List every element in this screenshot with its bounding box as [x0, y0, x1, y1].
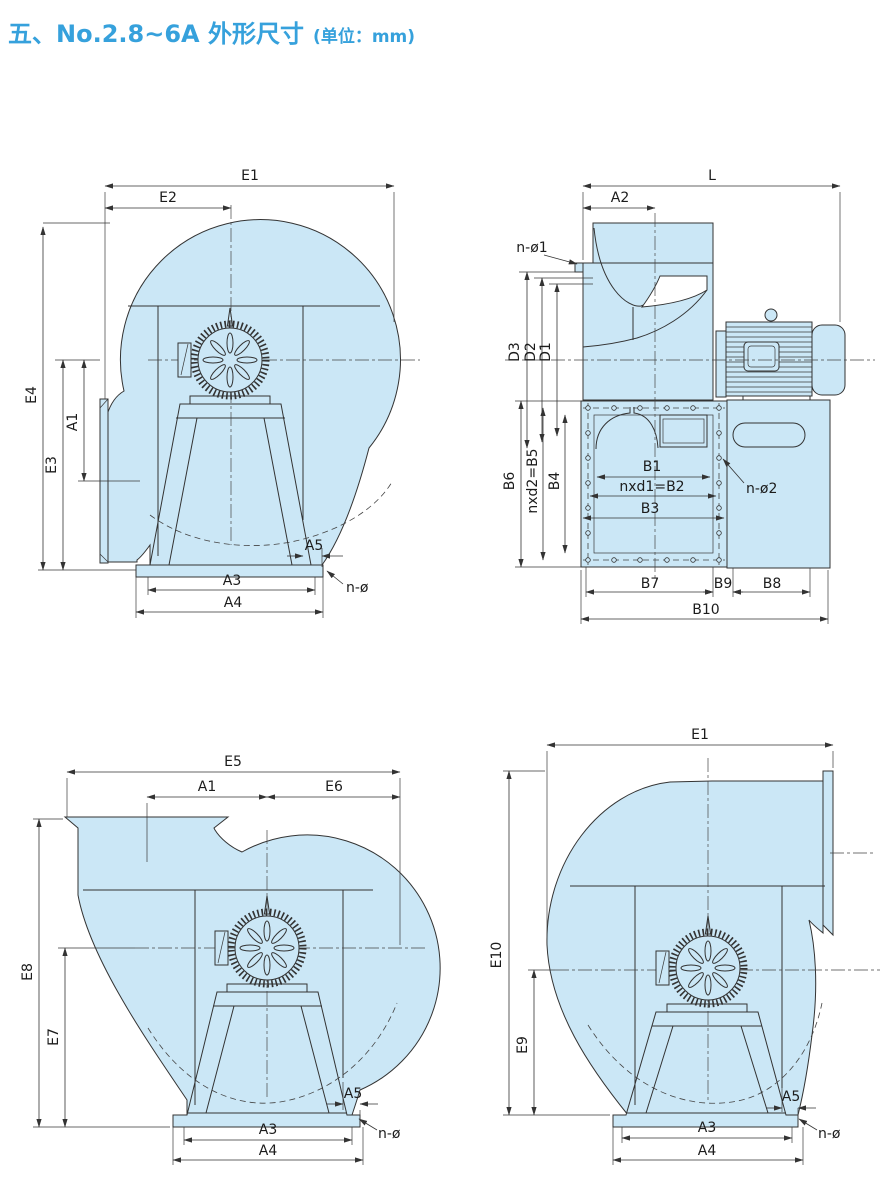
dim-label-nphi2: n-ø2 — [746, 481, 777, 497]
dim-label-nphi: n-ø — [346, 580, 369, 596]
dim-label-a3: A3 — [259, 1122, 277, 1138]
motor-lifting-eye — [764, 308, 778, 322]
inlet-flange-step — [574, 262, 584, 273]
dim-label-a5: A5 — [782, 1089, 800, 1105]
page-title: 五、No.2.8~6A 外形尺寸 (单位：mm) — [8, 14, 415, 49]
dim-label-e7: E7 — [46, 1028, 62, 1046]
motor-terminal-box — [743, 341, 780, 372]
dim-label-e4: E4 — [24, 386, 40, 404]
dim-label-e8: E8 — [20, 963, 36, 981]
dim-label-b8: B8 — [763, 576, 782, 592]
dim-label-e5: E5 — [224, 754, 242, 770]
page-title-unit: (单位：mm) — [313, 27, 416, 47]
view3-dimensions: E5 A1 E6 E8 E7 A5 A3 A4 n-ø — [20, 754, 401, 1165]
outlet-duct-top — [592, 222, 714, 264]
dim-label-a3: A3 — [223, 573, 241, 589]
outlet-flange-box — [580, 399, 831, 569]
dim-label-e9: E9 — [515, 1036, 531, 1054]
view4-dimensions: E1 E10 E9 A5 A3 A4 n-ø — [489, 727, 841, 1165]
dim-label-a4: A4 — [259, 1143, 278, 1159]
dim-label-a1: A1 — [65, 413, 81, 431]
dim-label-b1: B1 — [643, 459, 662, 475]
dim-label-e1: E1 — [691, 727, 709, 743]
dim-label-a5: A5 — [305, 538, 323, 554]
dim-label-l: L — [708, 168, 716, 184]
page-title-text: 五、No.2.8~6A 外形尺寸 — [8, 20, 304, 48]
dim-label-b10: B10 — [692, 602, 719, 618]
dim-label-b4: B4 — [547, 472, 563, 491]
dim-label-e6: E6 — [325, 779, 343, 795]
dim-label-e2: E2 — [159, 190, 177, 206]
dim-label-nphi: n-ø — [378, 1126, 401, 1142]
view1-dimensions: E1 E2 E4 E3 A1 A5 A3 A4 n-ø — [24, 168, 395, 618]
dim-label-a3: A3 — [698, 1120, 716, 1136]
dim-label-b6: B6 — [502, 472, 518, 491]
view-top-right-fan-front: L A2 n-ø1 D3 D2 D1 B6 nxd2=B5 B4 B1 nxd1… — [502, 168, 875, 624]
view-bottom-left-fan-side: E5 A1 E6 E8 E7 A5 A3 A4 n-ø — [20, 754, 441, 1165]
dim-label-e1: E1 — [241, 168, 259, 184]
motor — [715, 308, 846, 401]
view-top-left-fan-side: E1 E2 E4 E3 A1 A5 A3 A4 n-ø — [24, 168, 420, 618]
dim-label-nphi1: n-ø1 — [516, 240, 547, 256]
dim-label-b3: B3 — [641, 501, 660, 517]
dim-label-a2: A2 — [611, 190, 629, 206]
dim-label-a4: A4 — [698, 1143, 717, 1159]
dim-label-b7: B7 — [641, 576, 660, 592]
dim-label-b5: nxd2=B5 — [525, 448, 541, 513]
dim-label-a1: A1 — [198, 779, 216, 795]
dim-label-e10: E10 — [489, 942, 505, 969]
motor-support-panel — [726, 399, 831, 569]
dim-label-a5: A5 — [344, 1086, 362, 1102]
support-slot — [732, 422, 806, 448]
view2-dimensions: L A2 n-ø1 D3 D2 D1 B6 nxd2=B5 B4 B1 nxd1… — [502, 168, 841, 624]
dim-label-e3: E3 — [44, 456, 60, 474]
dim-label-d3: D3 — [507, 342, 523, 362]
dim-label-nphi: n-ø — [818, 1126, 841, 1142]
dim-label-b2: nxd1=B2 — [619, 479, 684, 495]
flange-bolt-holes — [583, 403, 725, 565]
view-bottom-right-fan-side: E1 E10 E9 A5 A3 A4 n-ø — [489, 727, 880, 1165]
dim-label-d1: D1 — [538, 342, 554, 362]
dim-label-b9: B9 — [714, 576, 733, 592]
dim-label-a4: A4 — [224, 595, 243, 611]
dim-label-d2: D2 — [523, 342, 539, 362]
